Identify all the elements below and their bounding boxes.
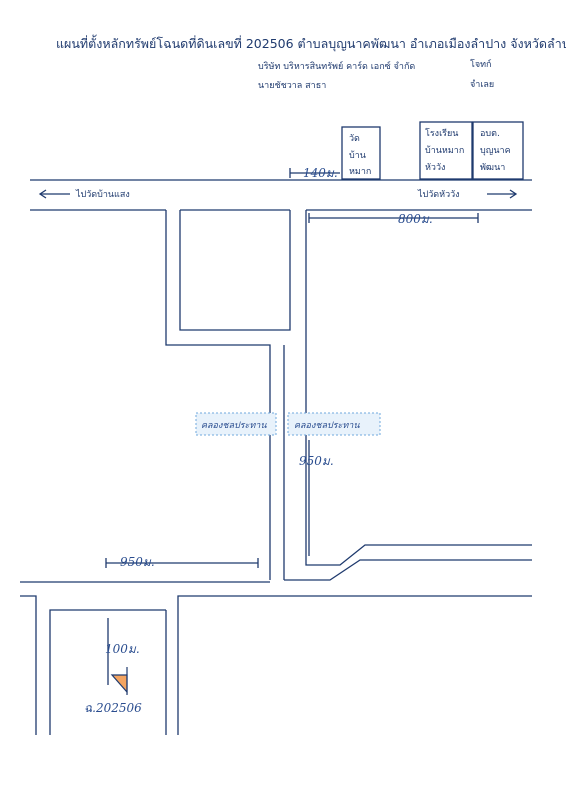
parcel-block-north-edge [49, 609, 166, 735]
east-arrowhead [509, 189, 518, 199]
plaintiff-role: โจทก์ [470, 60, 492, 70]
school-label-1: โรงเรียน [425, 129, 459, 139]
sao-label-1: อบต. [480, 129, 500, 139]
lower-road-north-edge-east [284, 559, 532, 581]
road-left-edge [165, 210, 271, 580]
map-title: แผนที่ตั้งหลักทรัพย์โฉนดที่ดินเลขที่ 202… [56, 36, 566, 51]
lower-road-south-edge [177, 595, 532, 735]
school-box [419, 121, 473, 180]
temple-label-1: วัด [349, 134, 360, 144]
distance-950-horizontal-label: 950ม. [120, 555, 155, 569]
defendant-role: จำเลย [470, 80, 495, 90]
distance-100-label: 100ม. [105, 642, 140, 656]
road-to-east-label: ไปวัดหัววัง [418, 190, 460, 200]
road-west-edge [20, 595, 37, 735]
sao-box [472, 121, 524, 180]
road-to-west-label: ไปวัดบ้านแสง [76, 190, 130, 200]
parcel-label: ฉ.202506 [84, 701, 142, 715]
irrigation-canal [195, 412, 381, 436]
road-right-edge [305, 210, 532, 566]
west-arrowhead [38, 189, 47, 199]
school-label-2: บ้านหมาก [425, 146, 465, 156]
land-parcel-marker [110, 674, 128, 694]
canal-label-left: คลองชลประทาน [201, 421, 267, 431]
sao-label-2: บุญนาค [480, 146, 511, 156]
school-label-3: หัววัง [425, 163, 446, 173]
sao-label-3: พัฒนา [480, 163, 506, 173]
distance-800-label: 800ม. [398, 212, 433, 226]
distance-140-label: 140ม. [303, 166, 338, 180]
temple-label-2: บ้าน [349, 151, 366, 161]
canal-label-right: คลองชลประทาน [294, 421, 360, 431]
block-outline [179, 210, 291, 331]
plaintiff-company: บริษัท บริหารสินทรัพย์ คาร์ด เอกซ์ จำกัด [258, 62, 416, 72]
defendant-name: นายชัชวาล สาธา [258, 81, 327, 91]
temple-label-3: หมาก [349, 167, 372, 177]
distance-950-vertical-label: 950ม. [299, 454, 334, 468]
temple-box [341, 126, 381, 180]
